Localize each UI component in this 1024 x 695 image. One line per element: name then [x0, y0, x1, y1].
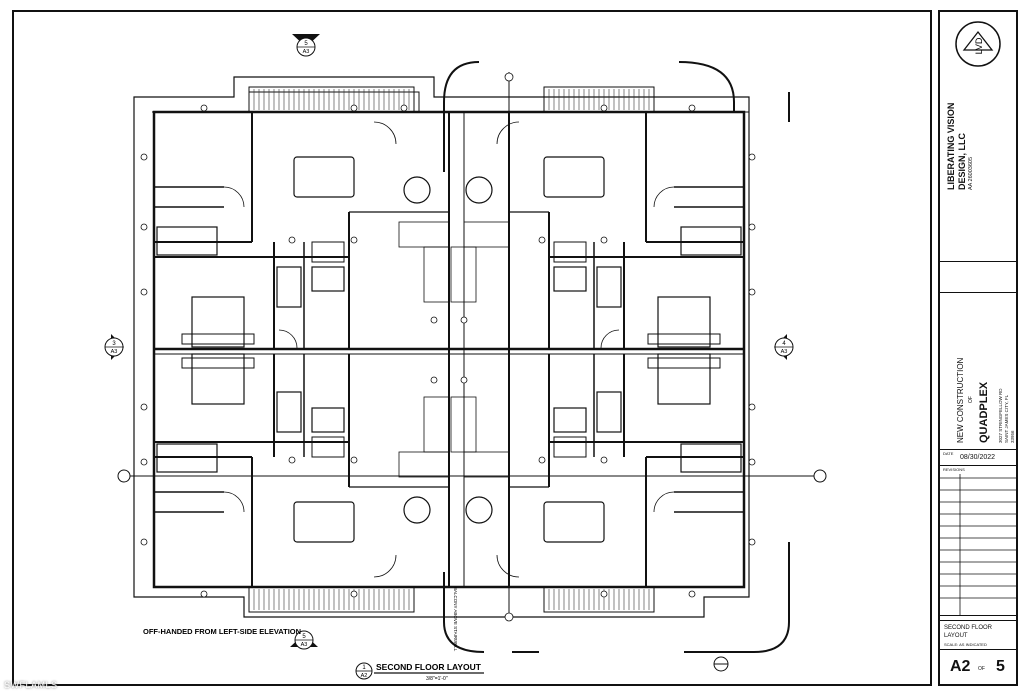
grid-bubble-right: [813, 469, 827, 483]
callout-5-bottom-sheet: A3: [301, 642, 308, 648]
drawing-scale: 3/8"=1'-0": [426, 676, 448, 682]
drawing-area: 5 A3 3 A3 4 A3 5 A3: [12, 10, 932, 686]
bed-top-left: [191, 296, 245, 348]
date-label: DATE: [943, 451, 954, 456]
sofa-bottom-right: [543, 501, 605, 543]
company-name-2: DESIGN, LLC: [957, 132, 967, 190]
sheet-number-cell: A2 OF 5: [940, 650, 1016, 686]
callout-5-top-sheet: A3: [303, 49, 310, 55]
project-address: 3027 STRINGFELLOW RD: [998, 388, 1003, 443]
project-cell: NEW CONSTRUCTION OF QUADPLEX 3027 STRING…: [940, 292, 1016, 450]
dining-table-top-right: [465, 176, 493, 204]
sofa-top-left: [293, 156, 355, 198]
title-callout: 1 A2: [355, 662, 484, 680]
deck-hatching: [253, 89, 650, 610]
title-block: LVD LIBERATING VISION DESIGN, LLC AA 260…: [938, 10, 1018, 686]
callout-5-top-num: 5: [304, 41, 308, 47]
watermark: SWFLAMLS: [4, 680, 58, 690]
grid-lines: [124, 61, 824, 653]
project-of: OF: [968, 396, 974, 403]
project-name: QUADPLEX: [978, 381, 990, 443]
door-swings: [223, 121, 675, 578]
lvd-logo-icon: LVD: [955, 21, 1001, 67]
logo-text: LVD: [974, 37, 984, 54]
drawing-title: SECOND FLOOR LAYOUT: [376, 662, 482, 672]
stairs-bottom: [398, 396, 510, 478]
dining-table-bottom-left: [403, 496, 431, 524]
revisions-grid: [940, 474, 1016, 616]
of-label: OF: [978, 666, 985, 672]
date-cell: DATE 08/30/2022: [940, 450, 1016, 466]
project-zip: 33956: [1010, 430, 1015, 443]
dining-table-top-left: [403, 176, 431, 204]
floor-plan: 5 A3 3 A3 4 A3 5 A3: [104, 34, 827, 682]
sheet-title-cell: SECOND FLOOR LAYOUT SCALE: AS INDICATED: [940, 620, 1016, 650]
grid-bubble-left: [117, 469, 131, 483]
outer-outline: [133, 76, 750, 618]
revisions-label: REVISIONS: [943, 467, 965, 472]
callout-4-right: 4 A3: [774, 334, 794, 360]
total-sheets: 5: [996, 658, 1005, 675]
stairs-top: [398, 221, 510, 303]
sofa-bottom-left: [293, 501, 355, 543]
title-callout-num: 1: [362, 665, 366, 671]
callout-5-bottom: 5 A3: [290, 630, 318, 650]
callout-3-left: 3 A3: [104, 334, 124, 360]
company-license: AA 26003605: [968, 156, 974, 190]
project-line1: NEW CONSTRUCTION: [956, 357, 965, 443]
callout-4-right-sheet: A3: [781, 349, 788, 355]
company-cell: LVD LIBERATING VISION DESIGN, LLC AA 260…: [940, 12, 1016, 262]
sheet-title: SECOND FLOOR LAYOUT: [944, 625, 993, 639]
callout-3-left-sheet: A3: [111, 349, 118, 355]
scale-note: SCALE: AS INDICATED: [944, 642, 987, 647]
note-offhand: OFF-HANDED FROM LEFT-SIDE ELEVATION: [143, 627, 301, 636]
company-name: LIBERATING VISION: [946, 102, 956, 190]
callout-5-top: 5 A3: [292, 34, 320, 57]
date-value: 08/30/2022: [960, 454, 996, 461]
callout-3-left-num: 3: [112, 341, 116, 347]
bed-bottom-left: [191, 353, 245, 405]
outer-wall-line: [152, 91, 749, 113]
callout-5-bottom-num: 5: [302, 634, 306, 640]
bed-top-right: [657, 296, 711, 348]
project-city: SAINT JAMES CITY, FL: [1004, 394, 1009, 443]
bed-bottom-right: [657, 353, 711, 405]
sheet-number: A2: [950, 658, 971, 675]
dining-table-bottom-right: [465, 496, 493, 524]
callout-4-right-num: 4: [782, 341, 786, 347]
window-tags: [140, 72, 756, 622]
sofa-top-right: [543, 156, 605, 198]
title-callout-sheet: A2: [361, 673, 368, 679]
revisions-cell: REVISIONS: [940, 466, 1016, 616]
balcony-note: BALCONY ABOVE STAIRWELL: [453, 587, 458, 652]
